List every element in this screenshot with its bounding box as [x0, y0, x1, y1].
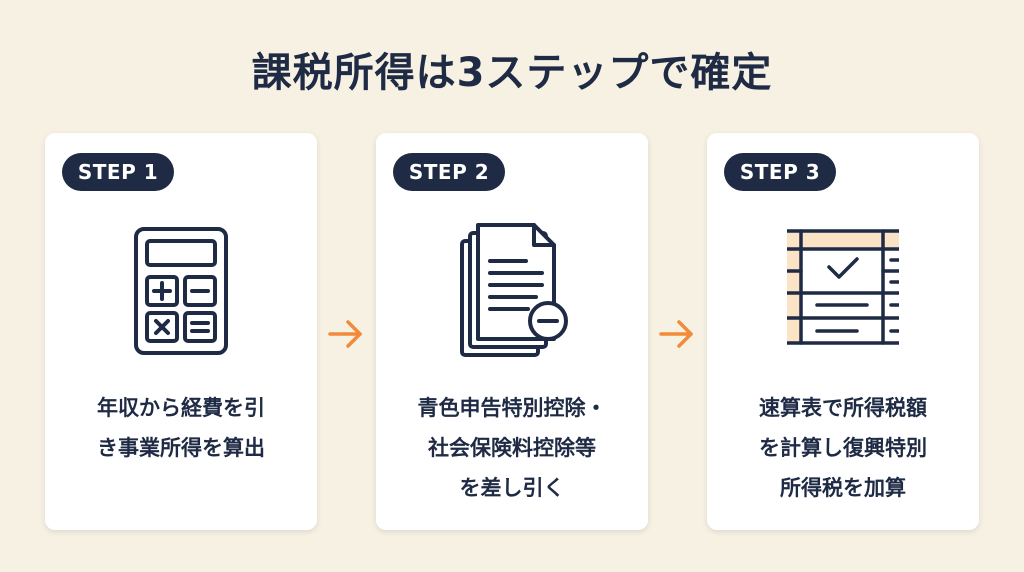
table-check-icon [787, 229, 899, 345]
page-title: 課税所得は3ステップで確定 [251, 50, 773, 96]
step-description: 速算表で所得税額 を計算し復興特別 所得税を加算 [759, 396, 927, 500]
documents-minus-icon [460, 223, 568, 357]
arrow-right-icon [659, 320, 693, 348]
arrow-right-icon [328, 320, 362, 348]
step-badge: STEP 3 [724, 153, 836, 191]
step-card-1: STEP 1 年収から経費を引 き事業所得を算出 [45, 133, 317, 530]
step-badge: STEP 1 [62, 153, 174, 191]
calculator-icon [134, 227, 228, 355]
step-badge: STEP 2 [393, 153, 505, 191]
step-description: 年収から経費を引 き事業所得を算出 [97, 396, 265, 460]
step-description: 青色申告特別控除・ 社会保険料控除等 を差し引く [417, 396, 607, 500]
step-card-3: STEP 3 速算表で所得税額 を計算し復興特別 所得税を加算 [707, 133, 979, 530]
step-card-2: STEP 2 青色申告特別控除・ 社会保険料控除等 を差し引く [376, 133, 648, 530]
